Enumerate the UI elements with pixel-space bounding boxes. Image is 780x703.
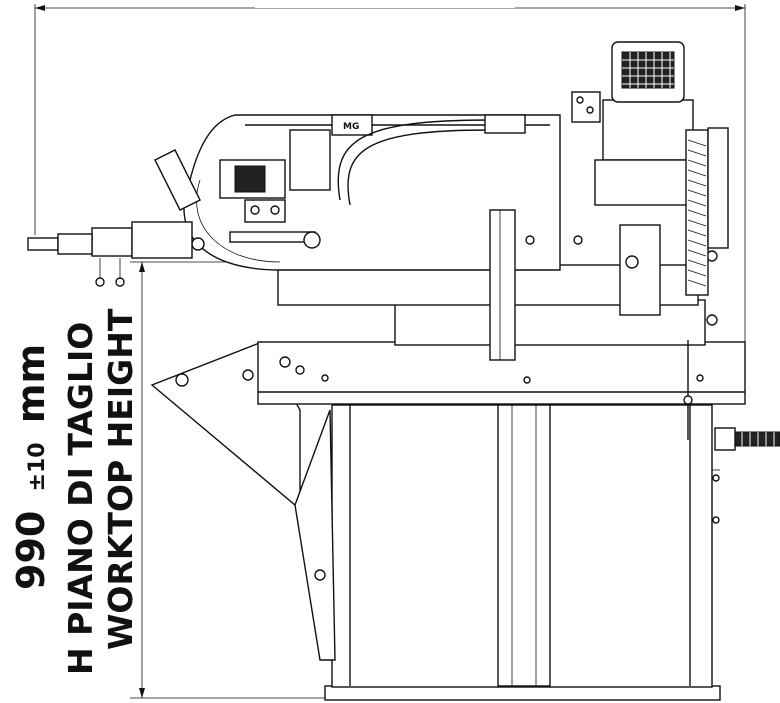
right-guide-block — [489, 209, 718, 361]
top-dimension — [34, 0, 746, 360]
label-english: WORKTOP HEIGHT — [101, 308, 140, 650]
label-italian: H PIANO DI TAGLIO — [61, 322, 100, 675]
blade-guide-arm — [27, 149, 201, 287]
height-value-label: 990 ±10 mm — [9, 344, 53, 590]
motor-fan-grid — [622, 52, 674, 88]
brand-logo: MG — [343, 122, 359, 132]
machine-base — [324, 404, 721, 701]
motor — [571, 41, 696, 206]
height-tolerance: ±10 — [25, 442, 50, 491]
height-labels: 990 ±10 mm H PIANO DI TAGLIO WORKTOP HEI… — [9, 308, 140, 675]
coolant-pipe — [714, 427, 780, 451]
spring-column — [683, 127, 729, 440]
height-unit: mm — [9, 344, 53, 423]
height-value: 990 — [9, 511, 53, 590]
saw-bow: MG — [183, 114, 561, 271]
